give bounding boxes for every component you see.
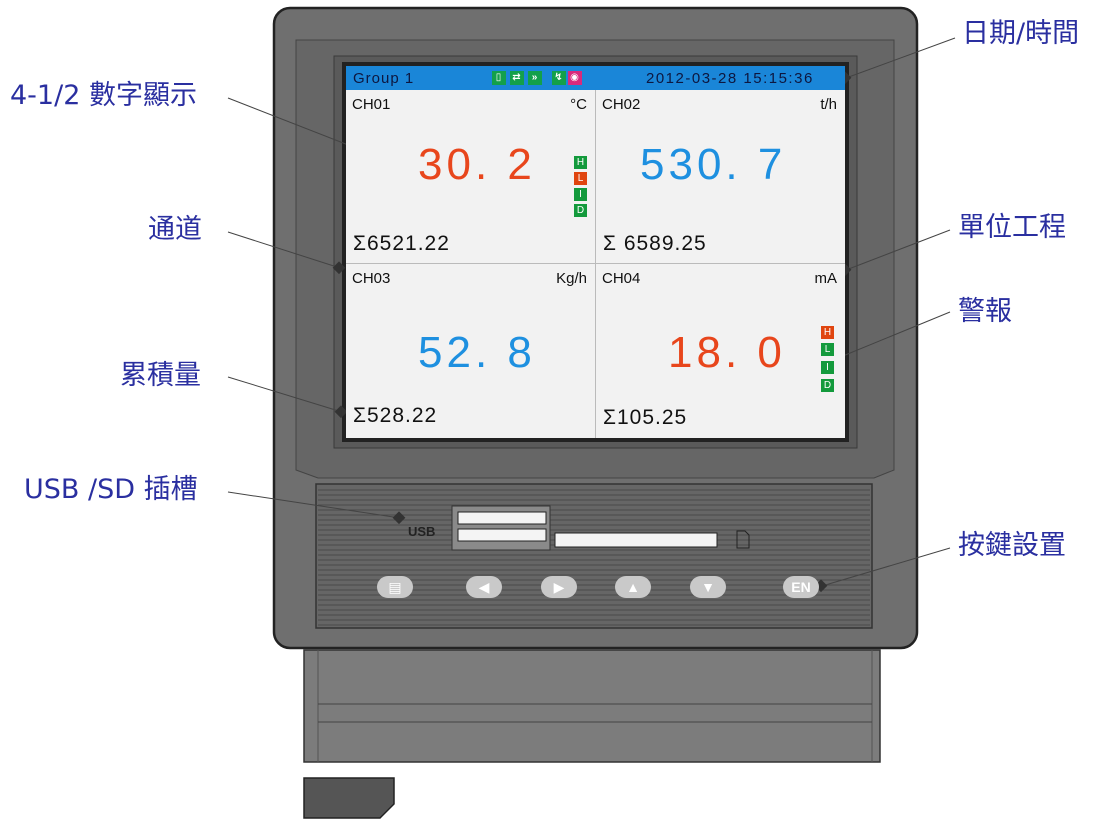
sum-icon: Σ <box>603 406 617 429</box>
right-key[interactable]: ▶ <box>541 576 577 598</box>
status-bar: Group 1 ▯ ⇄ » ↯ ◉ 2012-03-28 15:15:36 <box>346 66 845 90</box>
callout-alarm: 警報 <box>958 296 1012 327</box>
channel-panel-ch01: CH01 °C 30. 2 H L I D Σ6521.22 <box>346 90 595 263</box>
alarm-i-indicator: I <box>821 361 834 374</box>
sd-card-icon <box>737 531 750 549</box>
forward-icon: » <box>528 71 542 85</box>
channel-label: CH02 <box>602 96 641 113</box>
sum-icon: Σ <box>603 232 617 255</box>
callout-datetime: 日期/時間 <box>962 18 1080 49</box>
alarm-h-indicator: H <box>574 156 587 169</box>
usb-slot[interactable] <box>452 506 550 550</box>
alarm-l-indicator: L <box>574 172 587 185</box>
sum-icon: Σ <box>353 404 367 427</box>
channel-label: CH01 <box>352 96 391 113</box>
channel-panel-ch04: CH04 mA 18. 0 H L I D Σ105.25 <box>596 264 845 437</box>
unit-label: t/h <box>820 96 837 113</box>
page-key[interactable]: ▤ <box>377 576 413 598</box>
channel-label: CH03 <box>352 270 391 287</box>
alarm-i-indicator: I <box>574 188 587 201</box>
datetime: 2012-03-28 15:15:36 <box>646 70 814 87</box>
unit-label: mA <box>814 270 838 287</box>
alarm-l-indicator: L <box>821 343 834 356</box>
usb-label: USB <box>408 524 436 539</box>
page-icon: ▤ <box>388 579 402 595</box>
channel-value: 18. 0 <box>668 328 786 377</box>
alarm-d-indicator: D <box>821 379 834 392</box>
unit-label: °C <box>570 96 587 113</box>
sd-card-icon: ▯ <box>492 71 506 85</box>
channel-panel-ch02: CH02 t/h 530. 7 Σ 6589.25 <box>596 90 845 263</box>
group-label: Group 1 <box>353 70 415 87</box>
callout-digits: 4-1/2 數字顯示 <box>10 80 197 111</box>
channel-value: 30. 2 <box>418 140 536 189</box>
wireless-icon: ◉ <box>568 71 582 85</box>
alarm-d-indicator: D <box>574 204 587 217</box>
enter-key[interactable]: EN <box>783 576 819 598</box>
callout-usb-sd: USB /SD 插槽 <box>24 474 198 505</box>
usb-icon: ⇄ <box>510 71 524 85</box>
right-arrow-icon: ▶ <box>553 579 565 595</box>
sd-card-slot[interactable] <box>555 533 717 547</box>
channel-value: 530. 7 <box>640 140 787 189</box>
left-arrow-icon: ◀ <box>478 579 490 595</box>
recorder-screen: Group 1 ▯ ⇄ » ↯ ◉ 2012-03-28 15:15:36 CH… <box>346 66 845 438</box>
channel-value: 52. 8 <box>418 328 536 377</box>
down-arrow-icon: ▼ <box>701 579 715 595</box>
total-value: Σ 6589.25 <box>603 232 707 255</box>
flash-icon: ↯ <box>552 71 566 85</box>
channel-panel-ch03: CH03 Kg/h 52. 8 Σ528.22 <box>346 264 595 437</box>
alarm-h-indicator: H <box>821 326 834 339</box>
left-key[interactable]: ◀ <box>466 576 502 598</box>
callout-total: 累積量 <box>120 360 201 391</box>
total-value: Σ528.22 <box>353 404 438 427</box>
up-key[interactable]: ▲ <box>615 576 651 598</box>
up-arrow-icon: ▲ <box>626 579 640 595</box>
channel-label: CH04 <box>602 270 641 287</box>
unit-label: Kg/h <box>556 270 587 287</box>
down-key[interactable]: ▼ <box>690 576 726 598</box>
total-value: Σ105.25 <box>603 406 688 429</box>
callout-unit: 單位工程 <box>958 212 1066 243</box>
callout-channel: 通道 <box>148 214 202 245</box>
callout-keys: 按鍵設置 <box>958 530 1066 561</box>
sum-icon: Σ <box>353 232 367 255</box>
total-value: Σ6521.22 <box>353 232 450 255</box>
